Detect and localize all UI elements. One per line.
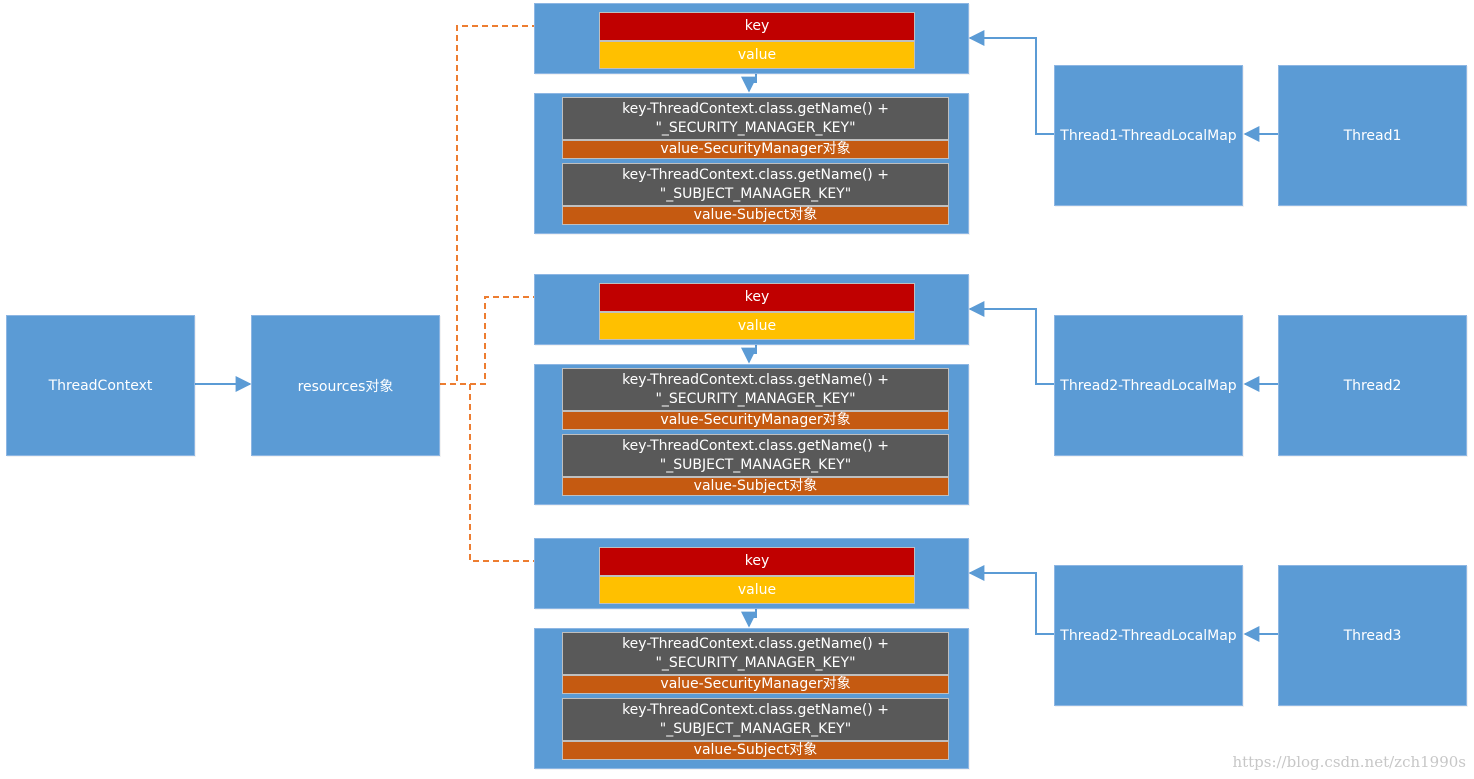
entry-key-label-1: key — [744, 18, 770, 34]
entry-value-3: value — [599, 576, 915, 604]
watermark: https://blog.csdn.net/zch1990s — [1232, 753, 1466, 771]
resources-to-map1-dashed-arrow — [440, 18, 599, 385]
entries1-subject-key: key-ThreadContext.class.getName() + "_SU… — [562, 163, 949, 206]
map3-to-group3-arrow — [968, 565, 1054, 635]
entries1-subject-value-label: value-Subject对象 — [693, 207, 818, 223]
entries2-subject-key-line2: "_SUBJECT_MANAGER_KEY" — [659, 456, 852, 473]
entries3-security-key: key-ThreadContext.class.getName() + "_SE… — [562, 632, 949, 675]
entries2-subject-key: key-ThreadContext.class.getName() + "_SU… — [562, 434, 949, 477]
entry-key-3: key — [599, 547, 915, 576]
entry-value-1: value — [599, 41, 915, 69]
entries3-subject-value-label: value-Subject对象 — [693, 742, 818, 758]
entry-value-label-3: value — [737, 581, 777, 598]
threadlocalmap-box-1: Thread1-ThreadLocalMap — [1054, 65, 1243, 206]
map1-to-group1-arrow — [968, 30, 1054, 135]
entries3-subject-value: value-Subject对象 — [562, 741, 949, 760]
entries3-security-value: value-SecurityManager对象 — [562, 675, 949, 694]
entries1-subject-key-line2: "_SUBJECT_MANAGER_KEY" — [659, 185, 852, 202]
thread-label-1: Thread1 — [1343, 127, 1402, 144]
entries1-security-value: value-SecurityManager对象 — [562, 140, 949, 159]
thread-box-3: Thread3 — [1278, 565, 1467, 706]
entry2-down-arrow — [741, 344, 757, 364]
entries3-subject-key-line2: "_SUBJECT_MANAGER_KEY" — [659, 720, 852, 737]
entries2-security-key-line1: key-ThreadContext.class.getName() + — [622, 371, 889, 388]
entries1-security-value-label: value-SecurityManager对象 — [660, 141, 851, 157]
thread-box-2: Thread2 — [1278, 315, 1467, 456]
entries1-security-key-line1: key-ThreadContext.class.getName() + — [622, 100, 889, 117]
threadlocalmap-label-3: Thread2-ThreadLocalMap — [1060, 627, 1237, 644]
entries2-subject-value: value-Subject对象 — [562, 477, 949, 496]
threadlocalmap-label-1: Thread1-ThreadLocalMap — [1060, 127, 1237, 144]
thread-label-2: Thread2 — [1343, 377, 1402, 394]
entry-key-2: key — [599, 283, 915, 312]
entries2-subject-key-line1: key-ThreadContext.class.getName() + — [622, 437, 889, 454]
entries1-security-key: key-ThreadContext.class.getName() + "_SE… — [562, 97, 949, 140]
entries2-security-key-line2: "_SECURITY_MANAGER_KEY" — [655, 390, 856, 407]
entries1-subject-key-line1: key-ThreadContext.class.getName() + — [622, 166, 889, 183]
entry-key-label-3: key — [744, 553, 770, 569]
entries1-security-key-line2: "_SECURITY_MANAGER_KEY" — [655, 119, 856, 136]
entries1-subject-value: value-Subject对象 — [562, 206, 949, 225]
thread-box-1: Thread1 — [1278, 65, 1467, 206]
entries2-security-value-label: value-SecurityManager对象 — [660, 412, 851, 428]
entry-value-label-1: value — [737, 46, 777, 63]
entries3-security-key-line2: "_SECURITY_MANAGER_KEY" — [655, 654, 856, 671]
entries2-subject-value-label: value-Subject对象 — [693, 478, 818, 494]
threadlocalmap-label-2: Thread2-ThreadLocalMap — [1060, 377, 1237, 394]
threadcontext-label: ThreadContext — [48, 377, 153, 394]
entry-value-2: value — [599, 312, 915, 340]
entry-value-label-2: value — [737, 317, 777, 334]
map2-to-group2-arrow — [968, 301, 1054, 385]
entries3-subject-key-line1: key-ThreadContext.class.getName() + — [622, 701, 889, 718]
entry-key-label-2: key — [744, 289, 770, 305]
entries2-security-value: value-SecurityManager对象 — [562, 411, 949, 430]
entry3-down-arrow — [741, 608, 757, 628]
entries2-security-key: key-ThreadContext.class.getName() + "_SE… — [562, 368, 949, 411]
resources-box: resources对象 — [251, 315, 440, 456]
thread-label-3: Thread3 — [1343, 627, 1402, 644]
threadlocalmap-box-3: Thread2-ThreadLocalMap — [1054, 565, 1243, 706]
entries3-security-value-label: value-SecurityManager对象 — [660, 676, 851, 692]
entry-key-1: key — [599, 12, 915, 41]
resources-label: resources对象 — [297, 378, 394, 395]
entries3-subject-key: key-ThreadContext.class.getName() + "_SU… — [562, 698, 949, 741]
entry1-down-arrow — [741, 73, 757, 93]
resources-to-map3-dashed-arrow — [440, 383, 599, 569]
entries3-security-key-line1: key-ThreadContext.class.getName() + — [622, 635, 889, 652]
threadcontext-box: ThreadContext — [6, 315, 195, 456]
threadlocalmap-box-2: Thread2-ThreadLocalMap — [1054, 315, 1243, 456]
